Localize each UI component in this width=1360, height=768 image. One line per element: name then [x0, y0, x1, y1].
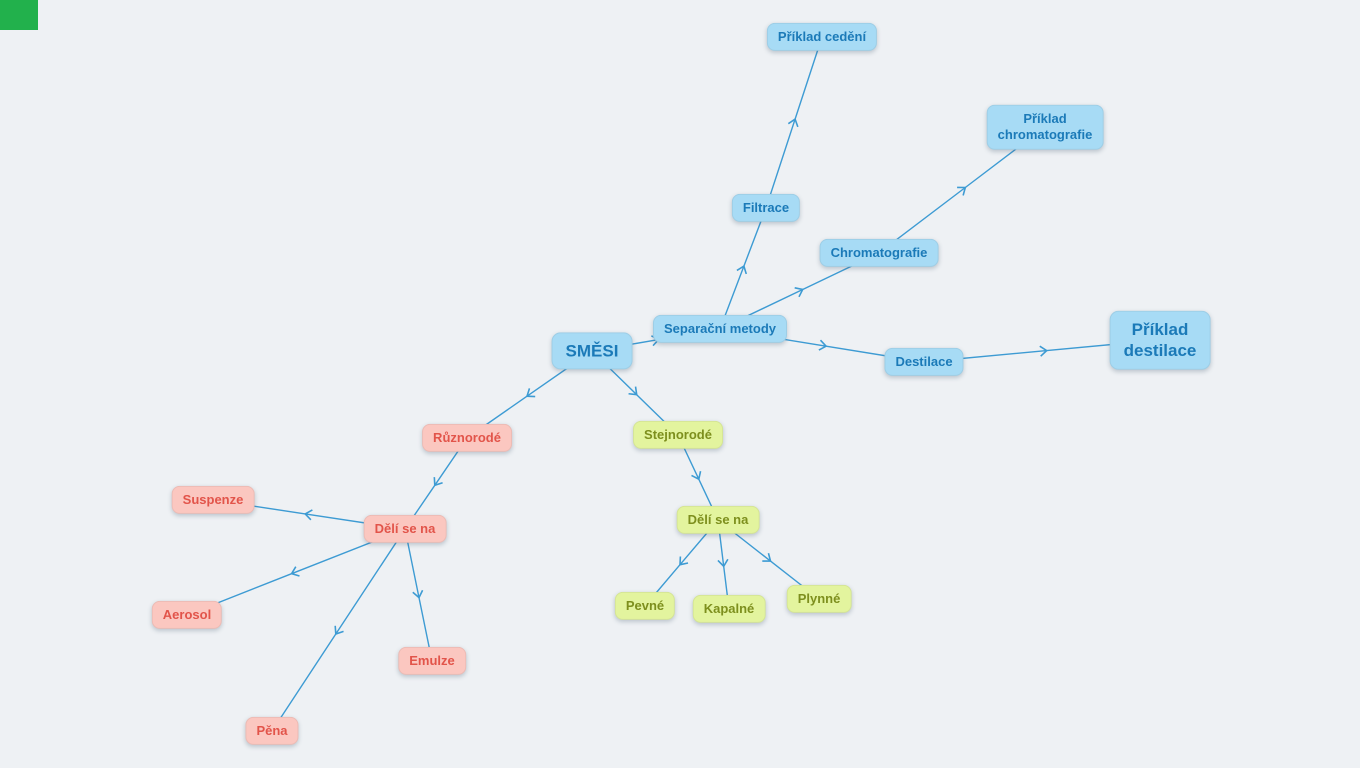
node-priklad-chromatografie[interactable]: Příklad chromatografie	[986, 104, 1104, 150]
node-separacni-metody[interactable]: Separační metody	[653, 314, 787, 344]
edge-filtrace--priklad-cedeni	[765, 36, 823, 209]
edge-deli-se-na-ruznorode--aerosol	[186, 528, 406, 616]
node-plynne[interactable]: Plynné	[786, 584, 852, 614]
node-emulze[interactable]: Emulze	[398, 646, 466, 676]
node-kapalne[interactable]: Kapalné	[692, 594, 766, 624]
node-aerosol[interactable]: Aerosol	[151, 600, 223, 630]
screen-corner-marker	[0, 0, 38, 30]
node-smesi[interactable]: SMĚSI	[551, 332, 633, 370]
node-deli-se-na-stejnorode[interactable]: Dělí se na	[676, 505, 760, 535]
node-stejnorode[interactable]: Stejnorodé	[633, 420, 723, 450]
edge-separacni-metody--filtrace	[719, 207, 767, 330]
node-chromatografie[interactable]: Chromatografie	[819, 238, 939, 268]
node-suspenze[interactable]: Suspenze	[171, 485, 255, 515]
node-priklad-cedeni[interactable]: Příklad cedění	[766, 22, 878, 52]
node-ruznorode[interactable]: Různorodé	[422, 423, 512, 453]
edge-deli-se-na-stejnorode--kapalne	[717, 519, 730, 610]
node-filtrace[interactable]: Filtrace	[731, 193, 801, 223]
edge-deli-se-na-ruznorode--pena	[271, 528, 406, 732]
node-priklad-destilace[interactable]: Příklad destilace	[1109, 310, 1211, 370]
node-pevne[interactable]: Pevné	[614, 591, 676, 621]
edge-ruznorode--deli-se-na-ruznorode	[404, 437, 468, 530]
node-pena[interactable]: Pěna	[245, 716, 299, 746]
node-deli-se-na-ruznorode[interactable]: Dělí se na	[363, 514, 447, 544]
edge-deli-se-na-ruznorode--emulze	[404, 528, 433, 662]
node-destilace[interactable]: Destilace	[884, 347, 964, 377]
